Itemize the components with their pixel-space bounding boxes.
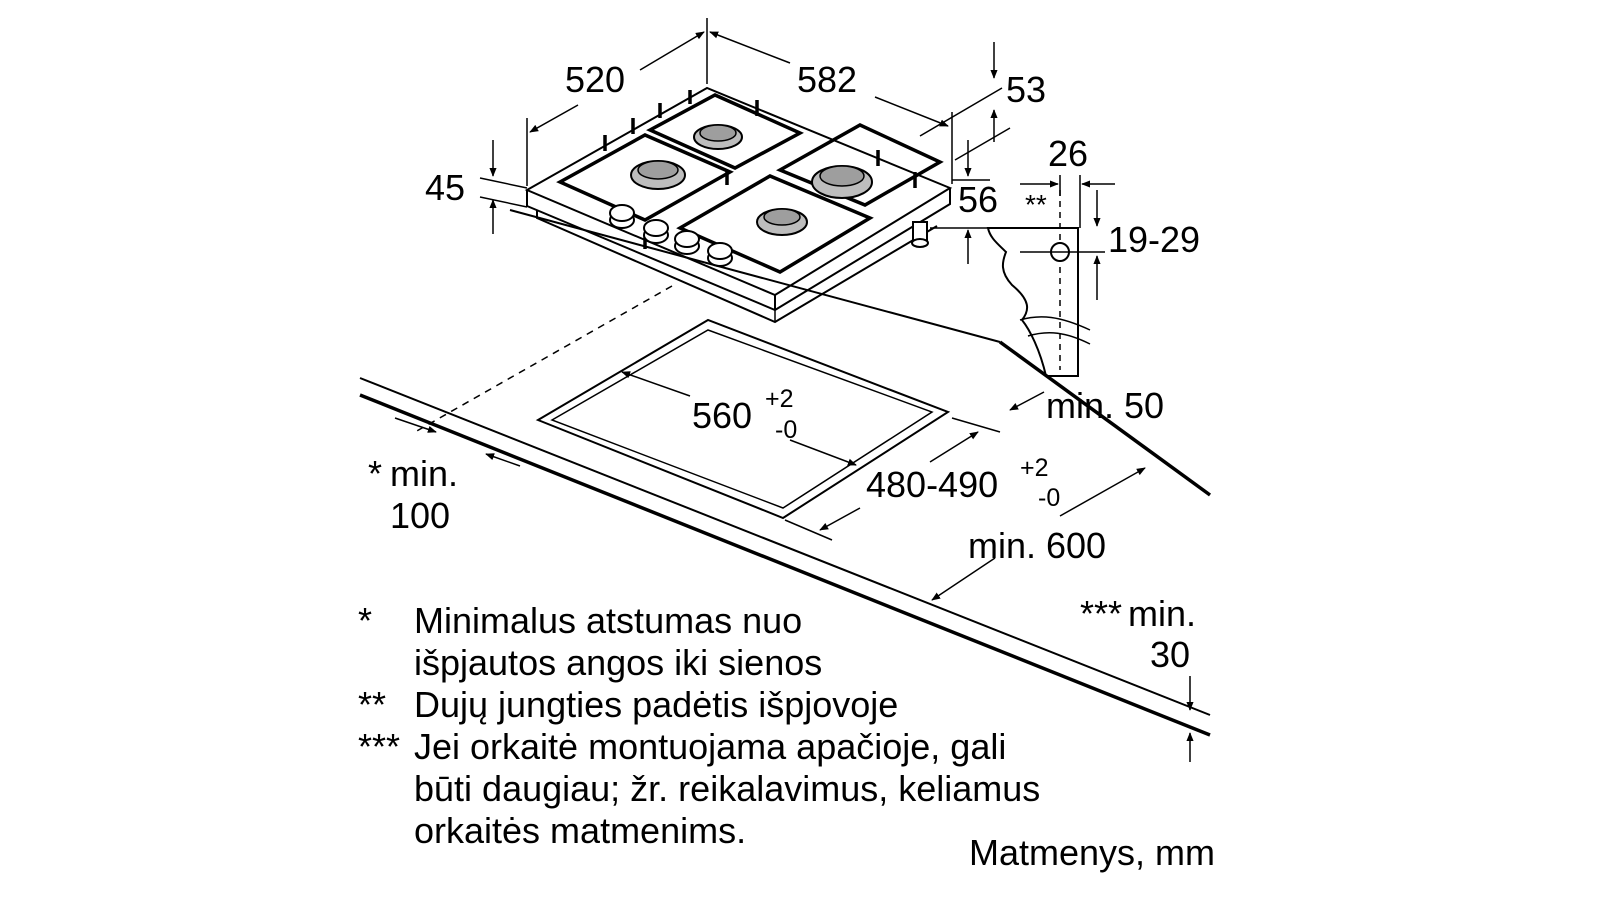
dim-hob-height: 45 — [425, 167, 465, 208]
knob-icon — [609, 204, 635, 229]
dim-cutout-width: 560 — [692, 395, 752, 436]
footnote-text: orkaitės matmenims. — [414, 810, 747, 851]
dim-worktop-depth: min. 600 — [968, 525, 1106, 566]
footnote-mark: * — [358, 600, 373, 641]
footnotes: * Minimalus atstumas nuo išpjautos angos… — [358, 600, 1040, 852]
footnote: *** Jei orkaitė montuojama apačioje, gal… — [358, 726, 1040, 852]
control-knobs — [609, 204, 733, 267]
footnote: * Minimalus atstumas nuo išpjautos angos… — [358, 600, 1040, 684]
wall-clearance-label: min. — [390, 453, 458, 494]
footnote-text: Jei orkaitė montuojama apačioje, gali — [414, 726, 1007, 767]
dim-oven-clearance: 30 — [1150, 634, 1190, 675]
dim-gas-offset: 26 — [1048, 133, 1088, 174]
footnote-mark: ** — [358, 684, 387, 725]
knob-icon — [707, 242, 733, 267]
worktop-dimension-lines — [394, 371, 1194, 762]
dim-cutout-depth: 480-490 — [866, 464, 998, 505]
dim-cutout-width-tol-plus: +2 — [765, 385, 794, 413]
burner-rear-right — [811, 165, 873, 199]
oven-clearance-label: min. — [1128, 593, 1196, 634]
dim-side-offset: 53 — [1006, 69, 1046, 110]
footnote-mark: *** — [358, 726, 401, 767]
units-label: Matmenys, mm — [968, 832, 1215, 873]
hob-drawing — [524, 86, 953, 324]
dim-hob-depth: 520 — [565, 59, 625, 100]
burner-rear-left — [693, 124, 743, 150]
hob-dimension-lines — [479, 18, 1011, 264]
wall-clearance-marker: * — [368, 453, 382, 494]
dim-cutout-depth-tol-plus: +2 — [1020, 454, 1049, 482]
gas-marker: ** — [1025, 189, 1047, 220]
footnote-text: išpjautos angos iki sienos — [414, 642, 823, 683]
dim-hob-width: 582 — [797, 59, 857, 100]
dim-rear-clearance: min. 50 — [1046, 385, 1164, 426]
dim-cutout-depth-tol-minus: -0 — [1038, 484, 1060, 512]
footnote: ** Dujų jungties padėtis išpjovoje — [358, 684, 1040, 726]
footnote-text: Minimalus atstumas nuo — [414, 600, 803, 641]
burner-front-left — [630, 160, 686, 190]
knob-icon — [643, 219, 669, 244]
section-detail — [986, 175, 1115, 377]
dim-wall-clearance: 100 — [390, 495, 450, 536]
footnote-text: Dujų jungties padėtis išpjovoje — [414, 684, 899, 725]
worktop — [359, 209, 1212, 737]
dim-foot-height: 56 — [958, 179, 998, 220]
footnote-text: būti daugiau; žr. reikalavimus, keliamus — [414, 768, 1041, 809]
gas-connector-icon — [911, 221, 929, 248]
knob-icon — [674, 230, 700, 255]
burner-front-right — [756, 208, 808, 236]
dim-gas-height: 19-29 — [1108, 219, 1200, 260]
dim-cutout-width-tol-minus: -0 — [775, 416, 797, 444]
oven-clearance-marker: *** — [1080, 593, 1122, 634]
